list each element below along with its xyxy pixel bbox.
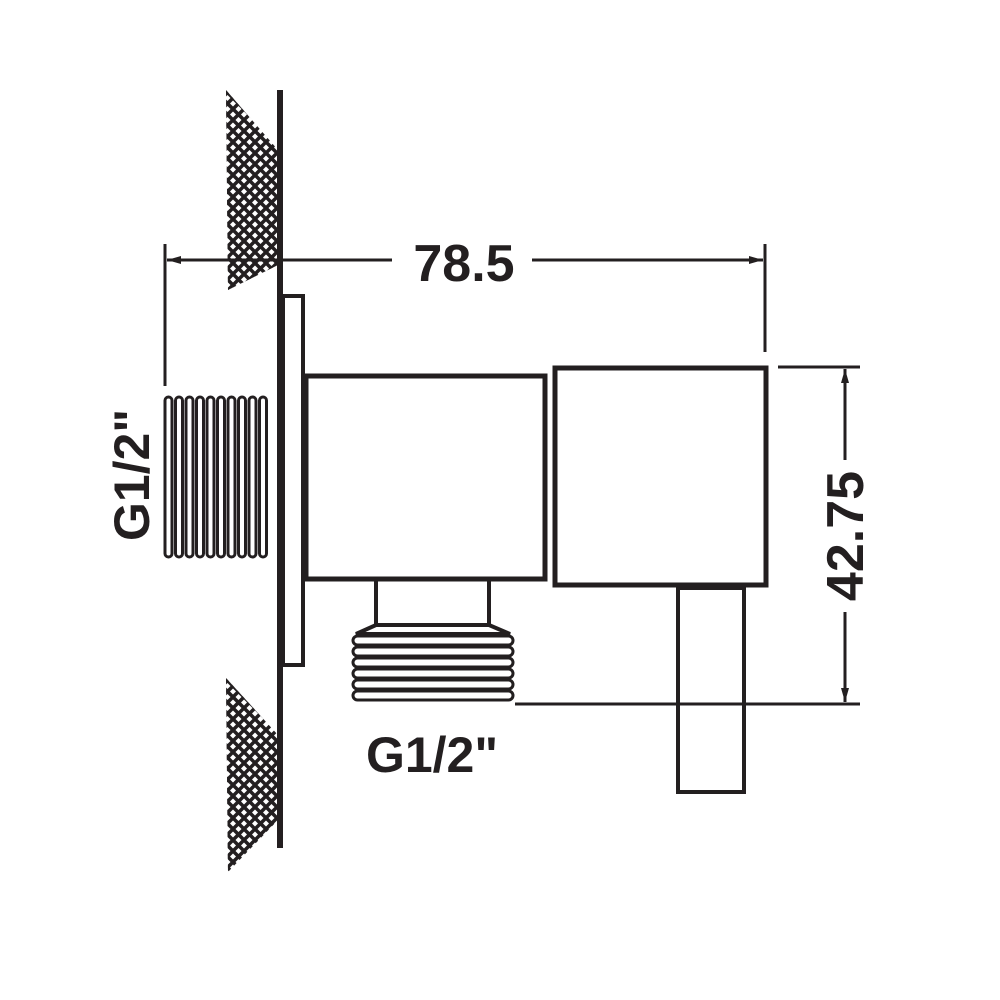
handle-lever <box>676 586 746 794</box>
hatch-line <box>226 226 278 290</box>
thread-ridge <box>163 395 174 559</box>
hatch-line <box>226 803 278 872</box>
hatch-line <box>226 792 278 866</box>
outlet-neck <box>374 581 491 625</box>
hatch-line <box>226 682 278 756</box>
hatch-line <box>226 678 278 701</box>
hatch-line <box>226 726 278 800</box>
length-dimension-label: 78.5 <box>413 235 514 293</box>
hatch-line <box>226 138 278 212</box>
hatch-line <box>226 90 278 102</box>
outlet-thread <box>351 623 515 702</box>
hatch-line <box>226 836 278 872</box>
hatch-line <box>226 748 278 822</box>
hatch-line <box>226 127 278 201</box>
hatch-line <box>226 759 278 833</box>
hatch-line <box>226 678 278 712</box>
hatch-line <box>226 116 278 190</box>
hatch-line <box>226 160 278 234</box>
thread-ridge <box>351 678 515 691</box>
thread-ridge <box>351 667 515 680</box>
hatch-line <box>226 869 278 872</box>
hatch-line <box>226 259 278 290</box>
hatch-line <box>226 171 278 245</box>
inlet-thread <box>163 395 268 559</box>
height-dimension-label: 42.75 <box>817 471 875 601</box>
hatch-line <box>226 858 278 872</box>
hatch-line <box>226 90 278 124</box>
hatch-line <box>226 704 278 778</box>
thread-ridge <box>195 395 205 559</box>
hatch-line <box>226 193 278 267</box>
thread-ridge <box>351 689 515 702</box>
hatch-line <box>226 693 278 767</box>
hatch-line <box>226 90 278 113</box>
hatch-line <box>226 847 278 872</box>
hatch-line <box>226 94 278 168</box>
handle-block <box>552 365 769 588</box>
wall-flange <box>281 294 305 667</box>
thread-ridge <box>226 395 237 559</box>
thread-ridge <box>216 395 226 559</box>
inlet-thread-label: G1/2" <box>104 409 160 541</box>
hatch-line <box>226 182 278 256</box>
dimension-length <box>163 244 767 386</box>
hatch-line <box>226 770 278 844</box>
thread-ridge <box>174 395 184 559</box>
thread-ridge <box>205 395 216 559</box>
hatch-line <box>226 105 278 179</box>
hatch-line <box>226 215 278 289</box>
dimension-height <box>515 365 860 706</box>
hatch-line <box>226 237 278 290</box>
hatch-line <box>226 781 278 855</box>
thread-ridge <box>247 395 258 559</box>
thread-ridge <box>237 395 247 559</box>
hatch-line <box>226 737 278 811</box>
valve-body <box>303 373 548 582</box>
thread-ridge <box>351 656 515 669</box>
hatch-line <box>226 204 278 278</box>
hatch-line <box>226 715 278 789</box>
hatch-line <box>226 869 278 872</box>
hatch-line <box>226 858 278 872</box>
outlet-thread-label: G1/2" <box>366 727 498 783</box>
thread-ridge <box>258 395 268 559</box>
thread-ridge <box>184 395 195 559</box>
hatch-line <box>226 270 278 290</box>
hatch-line <box>226 90 278 102</box>
thread-ridge <box>351 645 515 658</box>
hatch-line <box>226 149 278 223</box>
thread-ridge <box>351 634 515 647</box>
